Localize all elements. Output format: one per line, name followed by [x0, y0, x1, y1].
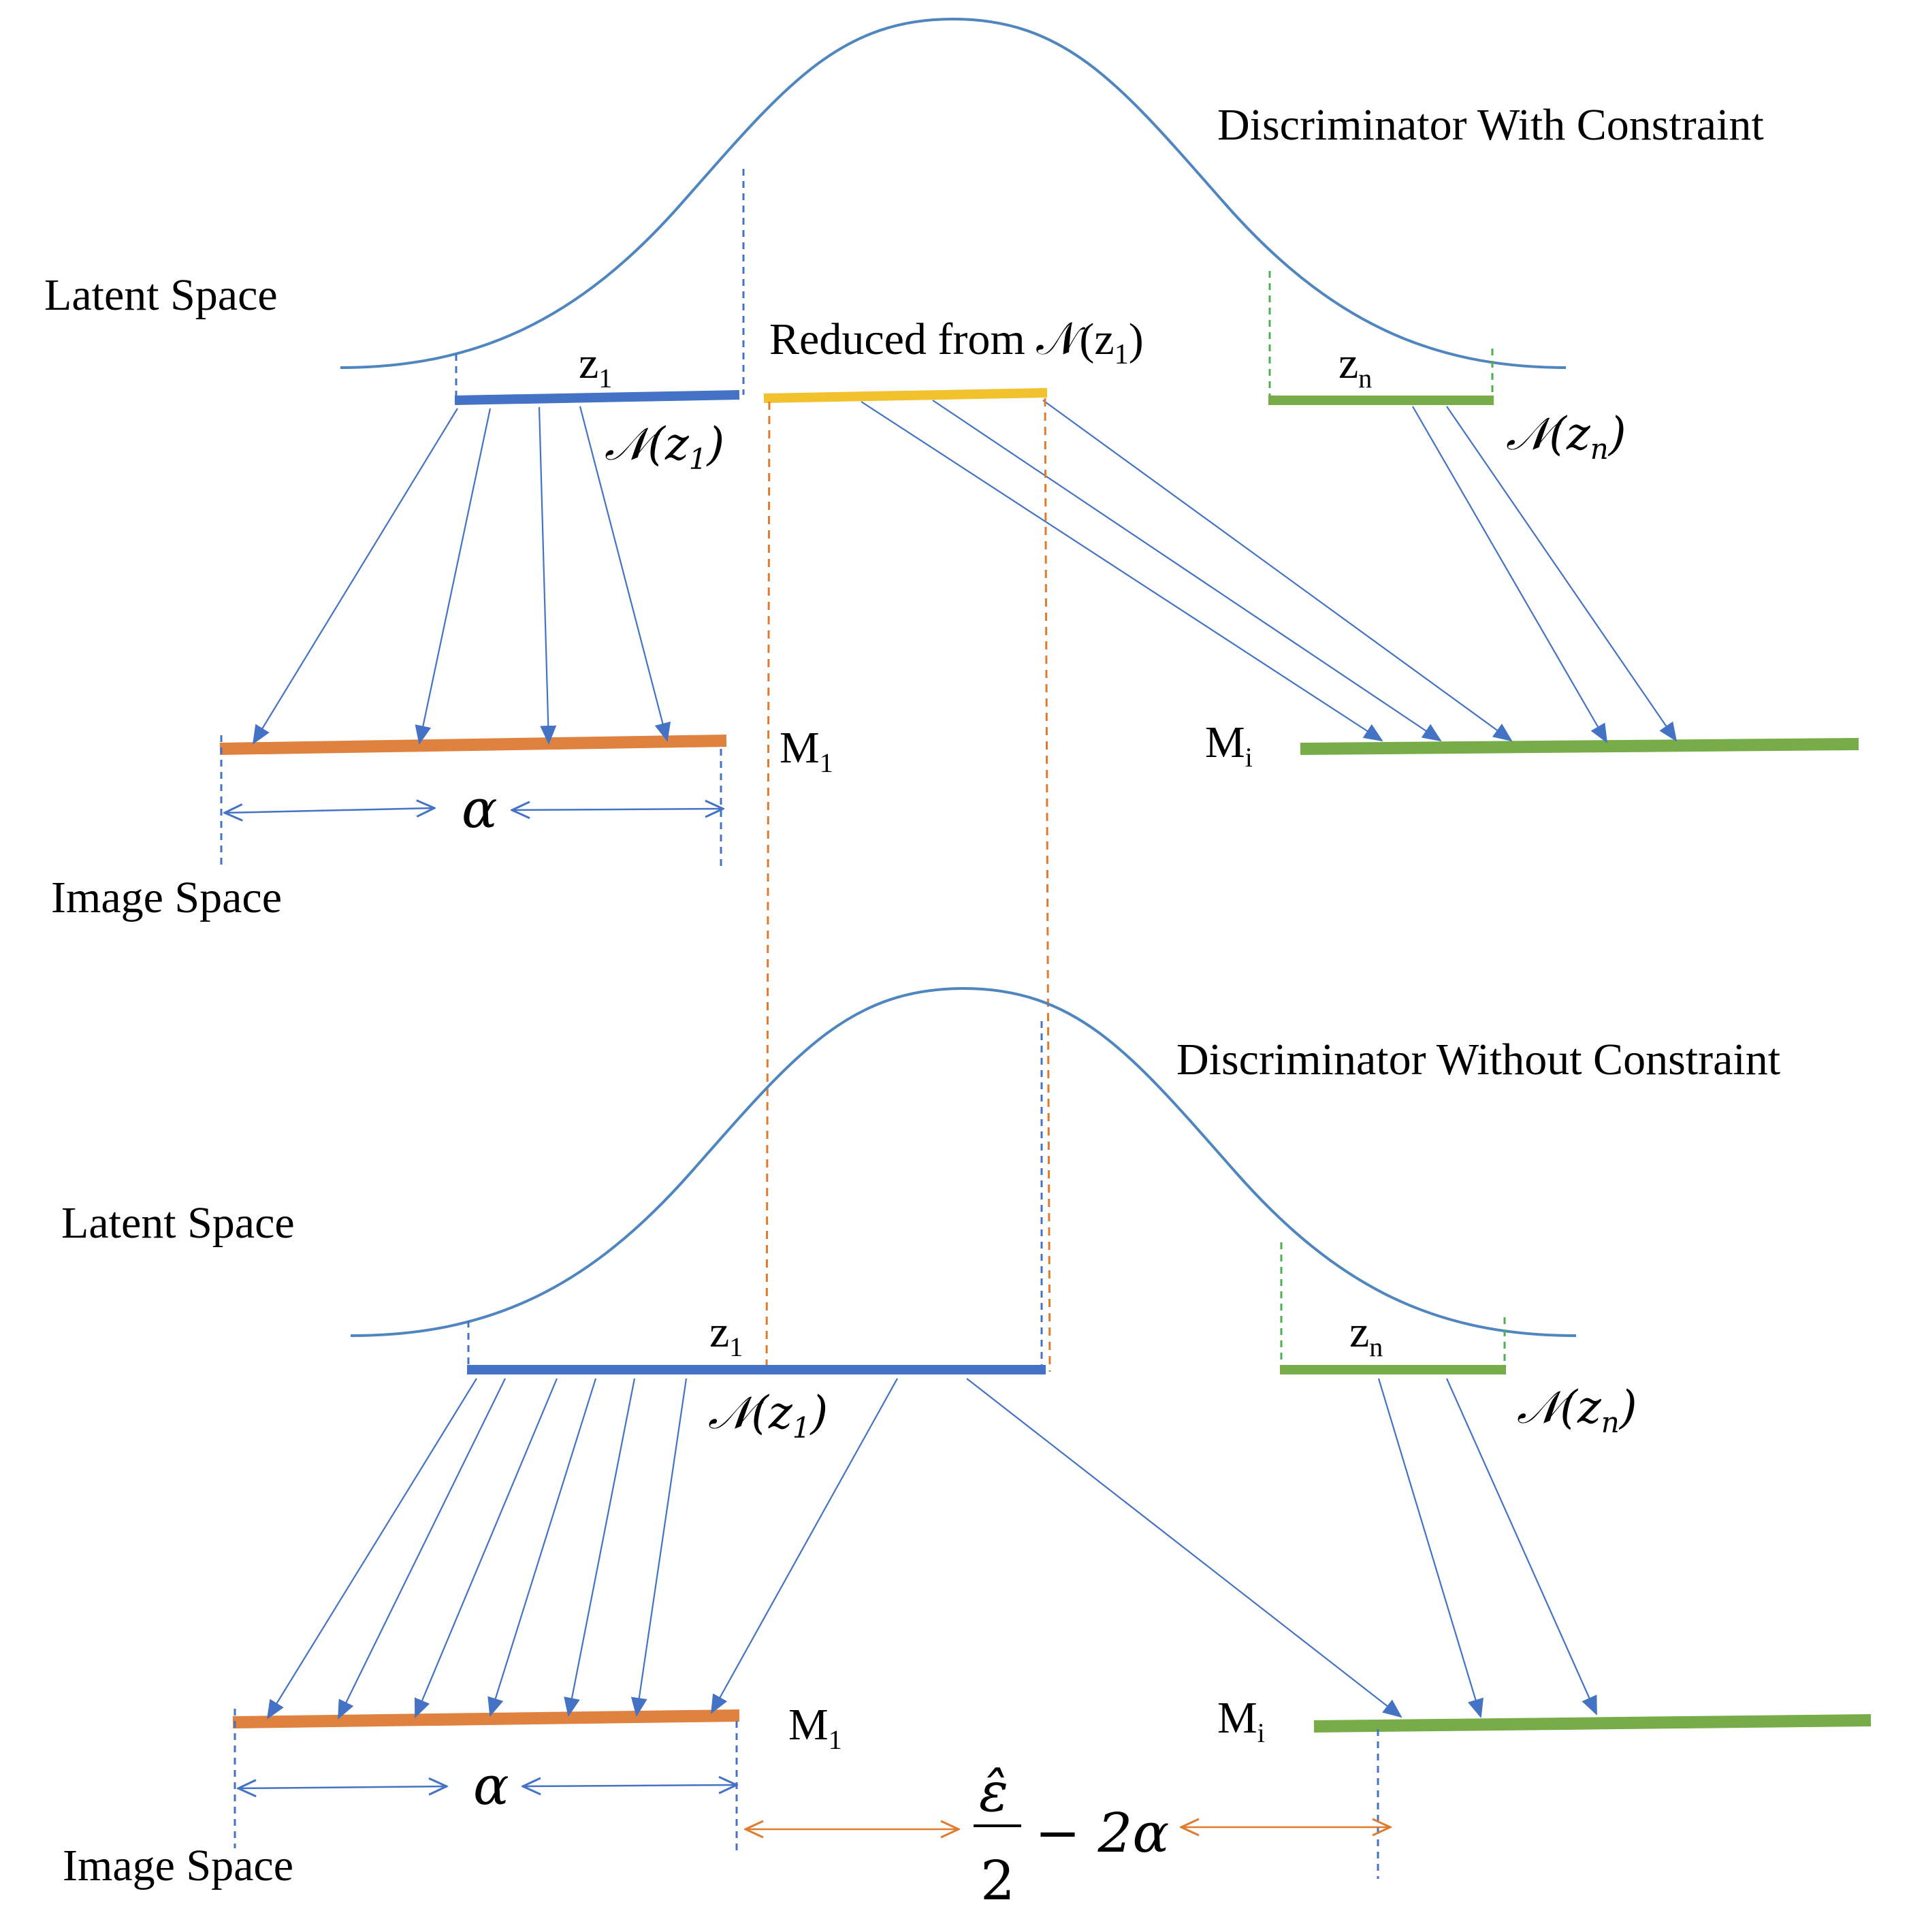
bottom-zn-arrows: [1377, 1378, 1598, 1718]
bottom-zn-label: zn: [1349, 1307, 1383, 1362]
bottom-z1-label: z1: [709, 1307, 743, 1362]
top-reduced-label: Reduced from 𝒩(z1): [769, 315, 1144, 370]
top-gaussian-curve: [340, 17, 1567, 369]
top-mi-segment: [1300, 738, 1859, 755]
top-reduced-segment: [763, 388, 1048, 403]
top-alpha-arrow-right: [512, 809, 723, 810]
top-mi-label: Mi: [1205, 718, 1253, 773]
bottom-mi-segment: [1313, 1714, 1872, 1733]
top-z1-segment: [454, 390, 740, 405]
bottom-m1-segment: [232, 1709, 740, 1728]
top-m1-label: M1: [780, 723, 833, 778]
top-n-z1-label: 𝒩(z1): [605, 418, 724, 476]
top-m1-segment: [219, 735, 727, 755]
bottom-image-label: Image Space: [63, 1841, 293, 1890]
orange-dash-left: [765, 401, 771, 1372]
bottom-latent-label: Latent Space: [61, 1198, 295, 1248]
top-image-label: Image Space: [51, 873, 282, 922]
bottom-alpha-label: α: [473, 1756, 509, 1817]
epsilon-denominator: 2: [980, 1849, 1015, 1912]
bottom-mi-label: Mi: [1217, 1693, 1265, 1748]
bottom-title: Discriminator Without Constraint: [1176, 1035, 1780, 1084]
top-zn-arrows: [1412, 406, 1678, 743]
top-n-zn-label: 𝒩(zn): [1506, 408, 1626, 466]
bottom-alpha-arrow-right: [523, 1785, 737, 1786]
orange-dash-right: [1044, 398, 1051, 1372]
epsilon-tail: − 2α: [1035, 1801, 1169, 1865]
epsilon-numerator: ε̂: [979, 1760, 1008, 1824]
bottom-gaussian-curve: [350, 986, 1577, 1337]
top-z1-arrows: [252, 406, 671, 745]
top-alpha-label: α: [462, 779, 498, 840]
top-zn-label: zn: [1338, 338, 1372, 393]
bottom-n-z1-label: 𝒩(z1): [708, 1387, 828, 1445]
epsilon-gap-formula: ε̂ 2 − 2α: [974, 1760, 1169, 1912]
top-latent-label: Latent Space: [44, 270, 278, 320]
bottom-n-zn-label: 𝒩(zn): [1517, 1381, 1637, 1439]
bottom-alpha-arrow-left: [238, 1786, 447, 1788]
bottom-m1-label: M1: [788, 1700, 842, 1755]
top-title: Discriminator With Constraint: [1217, 100, 1764, 150]
top-reduced-arrows: [861, 400, 1513, 742]
top-z1-label: z1: [579, 338, 612, 393]
bottom-z1-arrows: [266, 1378, 1402, 1720]
top-alpha-arrow-left: [225, 808, 434, 813]
